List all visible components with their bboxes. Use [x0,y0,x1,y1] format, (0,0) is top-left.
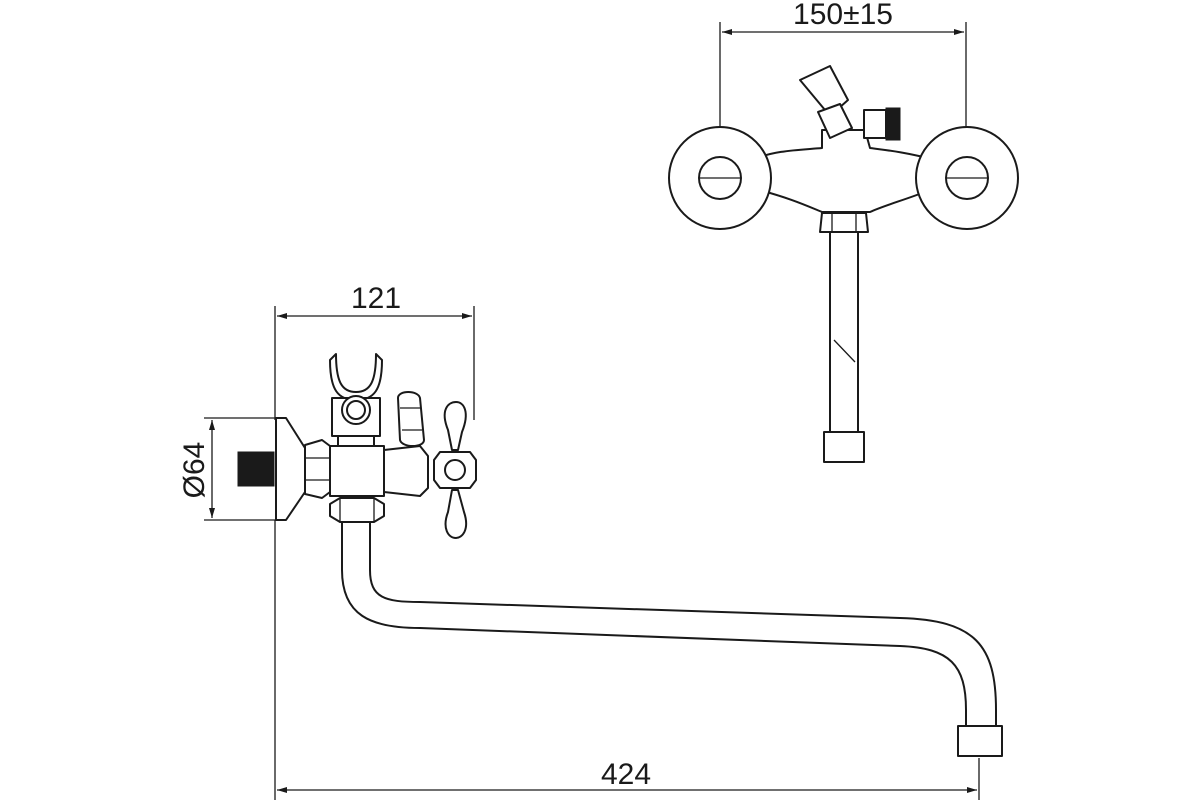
holder-hole-front [346,400,366,420]
aerator-front [957,725,1003,757]
dimension-diameter-label: Ø64 [178,442,211,499]
outlet-nut-top [863,109,887,139]
holder-collar-front [337,435,375,447]
valve-handle-cap-front [444,459,466,481]
spout-pipe-front [341,521,997,731]
dimension-spacing-label: 150±15 [793,0,893,31]
dimension-spacing: 150±15 [719,0,967,185]
mixer-body-front [329,445,385,497]
shower-holder-top [799,65,849,117]
dimension-length: 424 [274,520,980,800]
top-view: 150±15 [668,0,1019,463]
hex-nut-front [304,439,331,499]
spout-nut-top [819,212,869,233]
outlet-thread-top [885,107,901,141]
diverter-knob-front [397,391,425,447]
spout-nut-front [329,497,385,523]
holder-stem-top [817,103,853,139]
aerator-top [823,431,865,463]
valve-handle-upper-front [443,401,467,451]
valve-handle-lower-front [444,489,468,539]
valve-housing-front [383,445,429,497]
eccentric-thread-front [237,451,275,487]
front-view: 121 Ø64 [178,282,1003,800]
dimension-length-label: 424 [601,758,651,791]
shower-holder-front [329,353,383,401]
spout-pipe-top [829,231,859,433]
dimension-diameter: Ø64 [178,417,276,521]
wall-flange-front [275,417,306,521]
mixer-body-top [751,129,936,213]
dimension-width: 121 [274,282,475,420]
dimension-width-label: 121 [351,282,401,315]
